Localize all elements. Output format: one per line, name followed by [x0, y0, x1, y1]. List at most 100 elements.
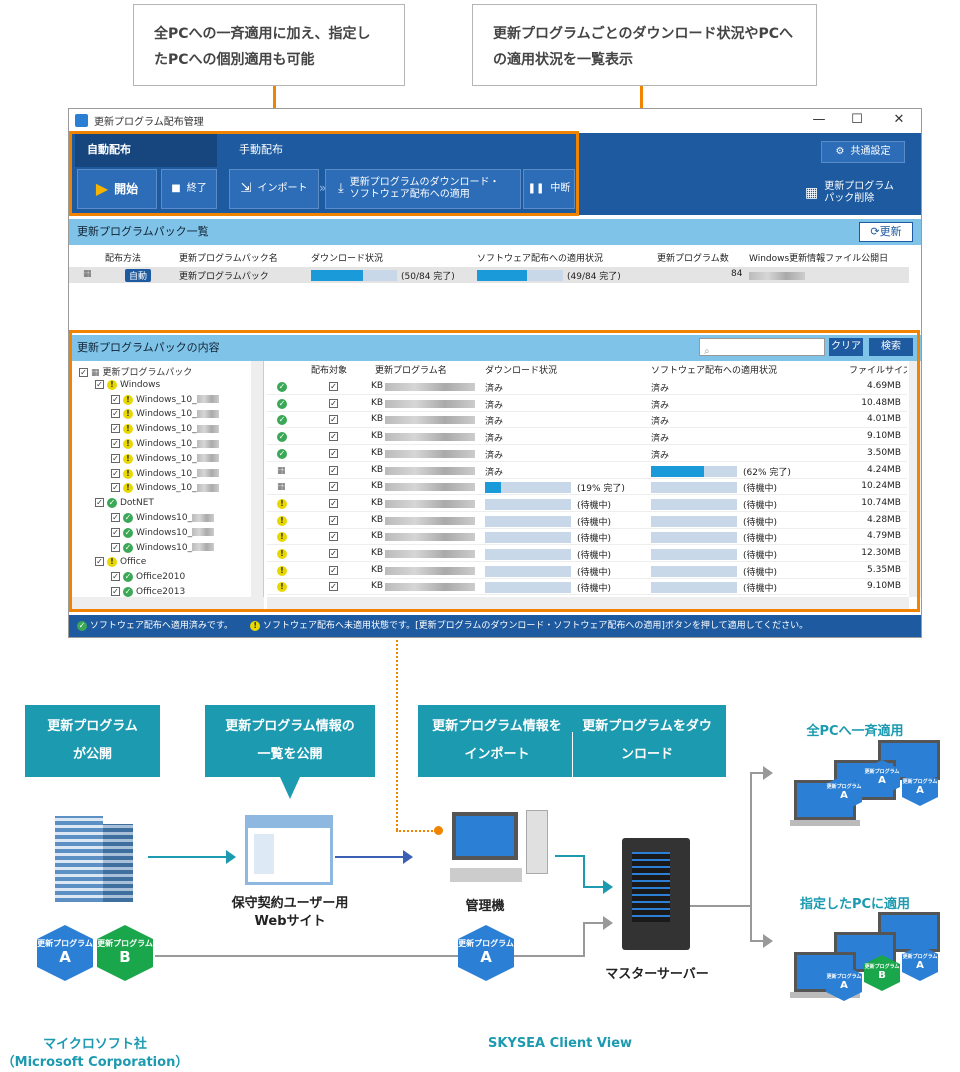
tree-node[interactable]: ✓✓Windows10_ [111, 527, 215, 538]
line-ms-server-h [583, 922, 605, 924]
table-row[interactable]: !✓KB(待機中)(待機中)9.10MB [267, 579, 907, 596]
tree-checkbox[interactable]: ✓ [111, 453, 120, 463]
import-icon: ⇲ [240, 181, 252, 196]
pause-button[interactable]: ❚❚ 中断 [523, 169, 575, 209]
table-row[interactable]: !✓KB(待機中)(待機中)5.35MB [267, 563, 907, 579]
tree-checkbox[interactable]: ✓ [111, 394, 120, 404]
target-checkbox[interactable]: ✓ [329, 465, 338, 475]
table-row[interactable]: !✓KB(待機中)(待機中)4.79MB [267, 529, 907, 546]
search-button[interactable]: 検索 [869, 338, 913, 356]
tab-auto-distribution[interactable]: 自動配布 [75, 133, 217, 167]
download-apply-button[interactable]: ⤓ 更新プログラムのダウンロード・ソフトウェア配布への適用 [325, 169, 521, 209]
target-checkbox[interactable]: ✓ [329, 482, 338, 492]
grid-icon: ▦ [83, 269, 92, 279]
redacted-text [196, 409, 219, 418]
pack-contents-title: 更新プログラムパックの内容 [77, 341, 220, 354]
target-checkbox[interactable]: ✓ [329, 582, 338, 592]
target-checkbox[interactable]: ✓ [329, 549, 338, 558]
target-checkbox[interactable]: ✓ [329, 515, 338, 525]
tree-checkbox[interactable]: ✓ [111, 439, 120, 448]
tree-checkbox[interactable]: ✓ [95, 557, 104, 567]
tree-checkbox[interactable]: ✓ [79, 368, 88, 377]
contents-hscrollbar[interactable] [267, 597, 909, 609]
end-button[interactable]: ■ 終了 [161, 169, 217, 209]
tree-node[interactable]: ✓▦更新プログラムパック [79, 365, 192, 378]
tree-node-label: Windows10_ [136, 527, 193, 538]
col-method[interactable]: 配布方法 [105, 254, 142, 264]
tab-manual-distribution[interactable]: 手動配布 [239, 143, 283, 156]
tree-checkbox[interactable]: ✓ [111, 409, 120, 419]
common-settings-label: 共通設定 [850, 146, 891, 157]
tree-node[interactable]: ✓✓Windows10_ [111, 513, 215, 523]
tree-node[interactable]: ✓✓Office2013 [111, 587, 185, 597]
maximize-button[interactable]: ☐ [851, 112, 863, 127]
tree-checkbox[interactable]: ✓ [111, 587, 120, 596]
minimize-button[interactable]: — [812, 112, 826, 127]
tree-scrollbar[interactable] [251, 361, 263, 597]
col-apply-status[interactable]: ソフトウェア配布への適用状況 [651, 366, 778, 376]
table-row[interactable]: ▦✓KB(19% 完了)(待機中)10.24MB [267, 479, 907, 496]
search-input[interactable]: ⌕ [699, 338, 825, 357]
col-count[interactable]: 更新プログラム数 [657, 254, 729, 264]
target-checkbox[interactable]: ✓ [329, 415, 338, 425]
pack-row[interactable]: ▦ 自動 更新プログラムパック (50/84 完了) (49/84 完了) 84 [69, 267, 909, 283]
tree-node[interactable]: ✓✓DotNET [95, 498, 154, 509]
tree-hscrollbar[interactable] [69, 597, 264, 609]
tree-checkbox[interactable]: ✓ [111, 542, 120, 552]
tree-node[interactable]: ✓!Windows_10_ [111, 439, 219, 449]
tree-checkbox[interactable]: ✓ [111, 483, 120, 493]
tree-node[interactable]: ✓✓Windows10_ [111, 542, 215, 553]
target-checkbox[interactable]: ✓ [329, 532, 338, 542]
line-admin-server-h [583, 886, 605, 888]
clear-button[interactable]: クリア [829, 338, 863, 356]
refresh-button[interactable]: ⟳更新 [859, 222, 913, 242]
tree-checkbox[interactable]: ✓ [111, 424, 120, 434]
target-checkbox[interactable]: ✓ [329, 498, 338, 508]
col-update-name[interactable]: 更新プログラム名 [375, 366, 447, 376]
table-row[interactable]: !✓KB(待機中)(待機中)12.30MB [267, 546, 907, 562]
tree-node[interactable]: ✓!Windows [95, 379, 160, 390]
tree-checkbox[interactable]: ✓ [95, 379, 104, 389]
col-target[interactable]: 配布対象 [311, 366, 348, 376]
import-button[interactable]: ⇲ インポート [229, 169, 319, 209]
tree-checkbox[interactable]: ✓ [111, 468, 120, 478]
col-download[interactable]: ダウンロード状況 [311, 254, 384, 264]
delete-pack-button[interactable]: ▦ 更新プログラムパック削除 [805, 177, 905, 209]
pack-download-bar [311, 270, 397, 281]
tree-node[interactable]: ✓✓Office2010 [111, 572, 185, 583]
download-status-bar [485, 565, 571, 577]
table-row[interactable]: !✓KB(待機中)(待機中)4.28MB [267, 513, 907, 529]
col-pack-name[interactable]: 更新プログラムパック名 [179, 254, 278, 264]
tree-checkbox[interactable]: ✓ [95, 498, 104, 508]
tree-node[interactable]: ✓!Office [95, 557, 146, 568]
target-checkbox[interactable]: ✓ [329, 565, 338, 575]
start-button[interactable]: ▶ 開始 [77, 169, 157, 209]
target-checkbox[interactable]: ✓ [329, 432, 338, 442]
col-dl-status[interactable]: ダウンロード状況 [485, 366, 558, 376]
tree-node[interactable]: ✓!Windows_10_ [111, 424, 219, 435]
tree-node[interactable]: ✓!Windows_10_ [111, 409, 219, 420]
tree-checkbox[interactable]: ✓ [111, 572, 120, 582]
common-settings-button[interactable]: ⚙ 共通設定 [821, 141, 905, 163]
target-checkbox[interactable]: ✓ [329, 398, 338, 408]
col-published[interactable]: Windows更新情報ファイル公開日 [749, 254, 889, 264]
target-checkbox[interactable]: ✓ [329, 382, 338, 391]
tree-node[interactable]: ✓!Windows_10_ [111, 468, 219, 479]
col-apply[interactable]: ソフトウェア配布への適用状況 [477, 254, 604, 264]
tree-node[interactable]: ✓!Windows_10_ [111, 483, 219, 494]
tree-node[interactable]: ✓!Windows_10_ [111, 453, 219, 464]
tree-node[interactable]: ✓!Windows_10_ [111, 394, 219, 405]
tree-checkbox[interactable]: ✓ [111, 527, 120, 537]
tree-checkbox[interactable]: ✓ [111, 513, 120, 522]
col-file-size[interactable]: ファイルサイズ [849, 366, 907, 376]
table-row[interactable]: !✓KB(待機中)(待機中)10.74MB [267, 496, 907, 512]
close-button[interactable]: ✕ [893, 112, 905, 127]
redacted-text [385, 550, 475, 558]
target-checkbox[interactable]: ✓ [329, 448, 338, 458]
